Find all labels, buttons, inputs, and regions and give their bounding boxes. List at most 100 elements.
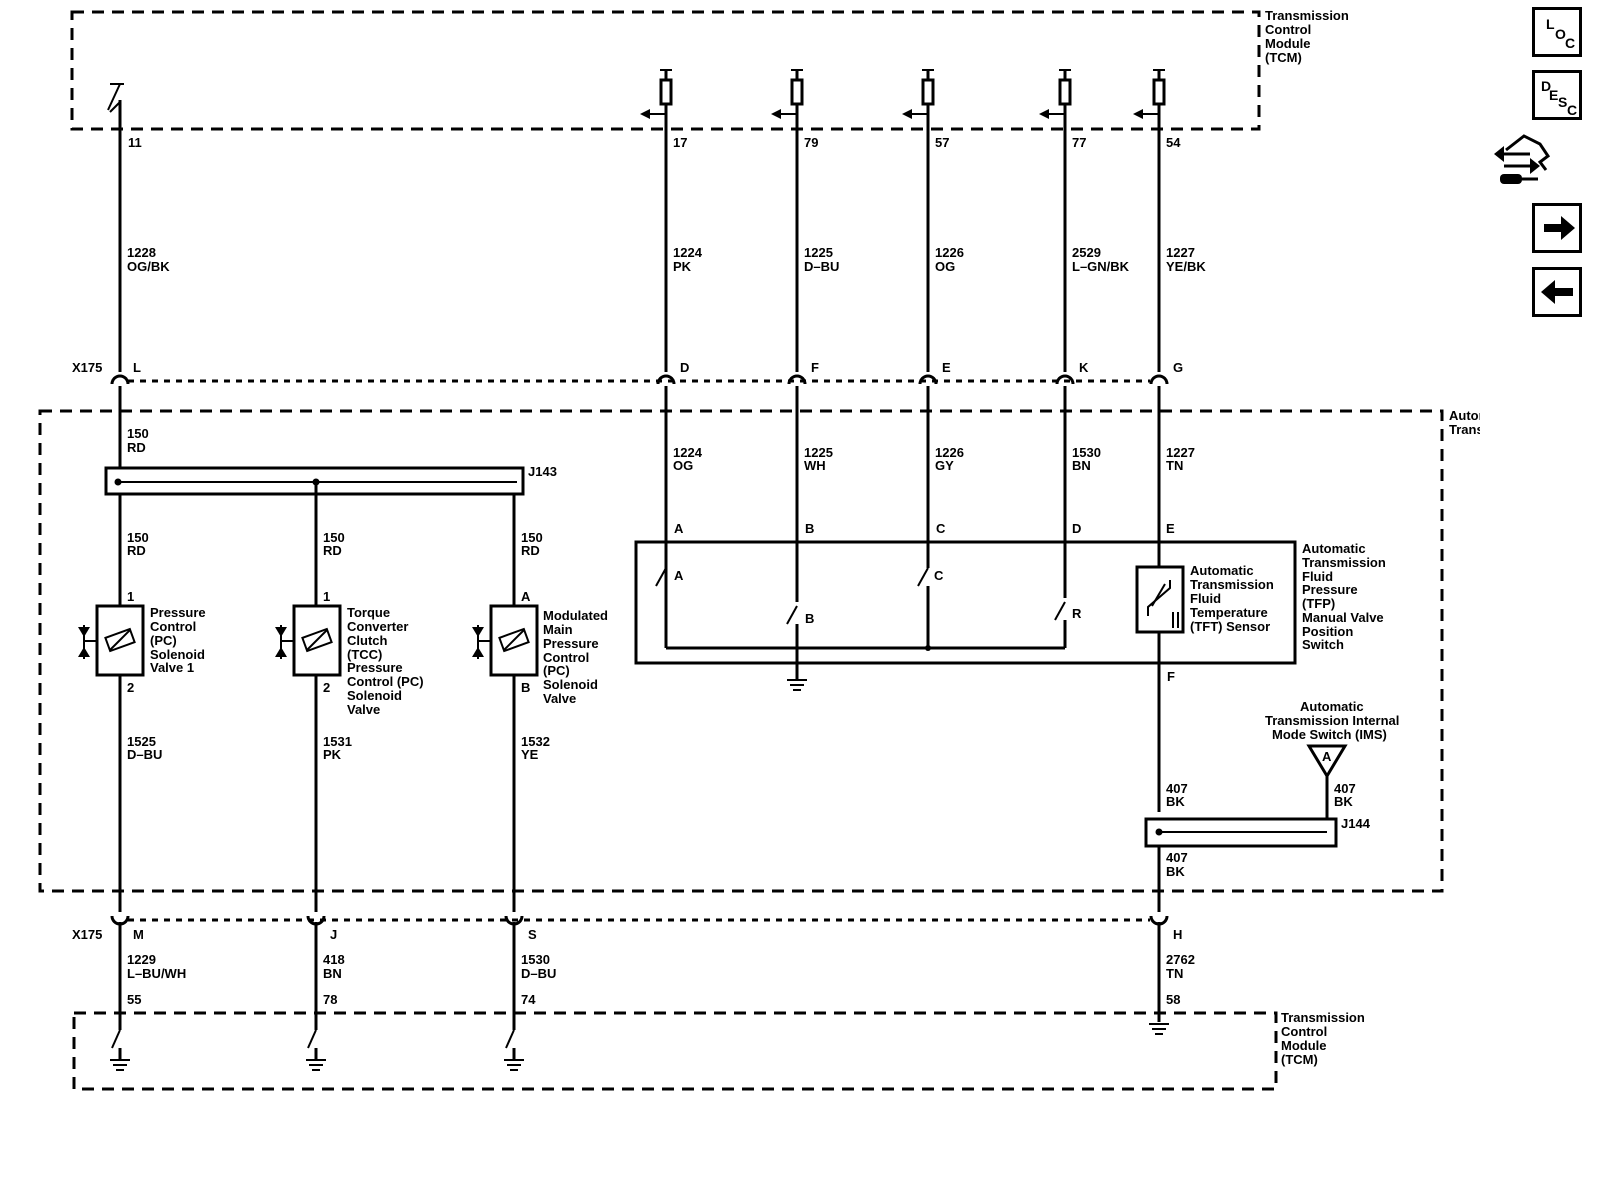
tcm-bottom-label-4: (TCM) bbox=[1281, 1052, 1318, 1067]
sol1-pin-top: 1 bbox=[127, 589, 134, 604]
loc-button[interactable]: L O C bbox=[1532, 7, 1582, 57]
desc-button[interactable]: D E S C bbox=[1532, 70, 1582, 120]
switch-pin-e: E bbox=[1166, 521, 1175, 536]
tft-label-5: (TFT) Sensor bbox=[1190, 619, 1270, 634]
desc-letter-e: E bbox=[1549, 87, 1558, 103]
sol3-pin-top: A bbox=[521, 589, 531, 604]
tcm-pin-54: 54 bbox=[1166, 135, 1181, 150]
sol1-feed-color: RD bbox=[127, 543, 146, 558]
sol1-label-4: Solenoid bbox=[150, 647, 205, 662]
tft-label-4: Temperature bbox=[1190, 605, 1268, 620]
sol3-tcm-color: D–BU bbox=[521, 966, 556, 981]
lower-1530-color: BN bbox=[1072, 458, 1091, 473]
sol3-tcm-num: 1530 bbox=[521, 952, 550, 967]
wire-1224-num: 1224 bbox=[673, 245, 703, 260]
tcm-top-outline bbox=[70, 10, 1261, 131]
lower-1226-num: 1226 bbox=[935, 445, 964, 460]
ims-label-1: Automatic bbox=[1300, 699, 1364, 714]
sol3-feed-color: RD bbox=[521, 543, 540, 558]
sol2-label-7: Solenoid bbox=[347, 688, 402, 703]
tcm-bottom-label-3: Module bbox=[1281, 1038, 1327, 1053]
sol2-out-num: 1531 bbox=[323, 734, 352, 749]
tcm-top-label-3: Module bbox=[1265, 36, 1311, 51]
switch-pin-a: A bbox=[674, 521, 684, 536]
sol3-label-2: Main bbox=[543, 622, 573, 637]
sol3-x175-pin: S bbox=[528, 927, 537, 942]
tfp-label-3: Fluid bbox=[1302, 569, 1333, 584]
previous-button[interactable] bbox=[1532, 267, 1582, 317]
tfp-label-6: Manual Valve bbox=[1302, 610, 1384, 625]
sol2-label-3: Clutch bbox=[347, 633, 388, 648]
desc-letter-c: C bbox=[1567, 102, 1577, 118]
sol3-out-color: YE bbox=[521, 747, 539, 762]
sol3-out-num: 1532 bbox=[521, 734, 550, 749]
tft-sensor bbox=[1135, 565, 1185, 812]
wire-1227-color: YE/BK bbox=[1166, 259, 1206, 274]
sol3-label-3: Pressure bbox=[543, 636, 599, 651]
ground-lower-num: 407 bbox=[1166, 850, 1188, 865]
desc-letter-d: D bbox=[1541, 78, 1551, 94]
inner-pin-a: A bbox=[674, 568, 684, 583]
sol1-label-3: (PC) bbox=[150, 633, 177, 648]
ims-connector bbox=[1306, 744, 1348, 779]
next-button[interactable] bbox=[1532, 203, 1582, 253]
tcm-top-label-1: Transmission bbox=[1265, 8, 1349, 23]
tcm-pin-79: 79 bbox=[804, 135, 818, 150]
sol1-out-num: 1525 bbox=[127, 734, 156, 749]
wire-1225-num: 1225 bbox=[804, 245, 833, 260]
wire-1224-color: PK bbox=[673, 259, 692, 274]
tcm-pin-17: 17 bbox=[673, 135, 687, 150]
automatic-transmission-label-1: Automatic bbox=[1449, 408, 1480, 423]
lower-1225-color: WH bbox=[804, 458, 826, 473]
wire-1228-num: 1228 bbox=[127, 245, 156, 260]
loc-letter-l: L bbox=[1546, 16, 1555, 32]
sol1-tcm-pin: 55 bbox=[127, 992, 141, 1007]
tfp-label-2: Transmission bbox=[1302, 555, 1386, 570]
ims-label-2: Transmission Internal bbox=[1265, 713, 1399, 728]
x175-bottom-label: X175 bbox=[72, 927, 102, 942]
wire-1228-color: OG/BK bbox=[127, 259, 170, 274]
ground-tcm-color: TN bbox=[1166, 966, 1183, 981]
sol3-label-7: Valve bbox=[543, 691, 576, 706]
connector-view-button[interactable] bbox=[1492, 132, 1552, 190]
lower-1224-color: OG bbox=[673, 458, 693, 473]
ims-wire-color: BK bbox=[1334, 794, 1353, 809]
ground-tcm-pin: 58 bbox=[1166, 992, 1180, 1007]
automatic-transmission-outline bbox=[38, 409, 1444, 893]
sol2-tcm-num: 418 bbox=[323, 952, 345, 967]
connector-view-icon bbox=[1494, 134, 1551, 184]
tfp-label-8: Switch bbox=[1302, 637, 1344, 652]
sol2-label-2: Converter bbox=[347, 619, 408, 634]
wire-150-num: 150 bbox=[127, 426, 149, 441]
tcm-pin-77: 77 bbox=[1072, 135, 1086, 150]
lower-1226-color: GY bbox=[935, 458, 954, 473]
sol2-feed-num: 150 bbox=[323, 530, 345, 545]
next-arrow-icon bbox=[1544, 216, 1575, 240]
tfp-internal-switches bbox=[655, 567, 1067, 691]
wiring-diagram: Transmission Control Module (TCM) Automa… bbox=[38, 8, 1480, 1091]
sol2-pin-bottom: 2 bbox=[323, 680, 330, 695]
wire-2529-color: L–GN/BK bbox=[1072, 259, 1130, 274]
j143-label: J143 bbox=[528, 464, 557, 479]
x175-pin-f: F bbox=[811, 360, 819, 375]
sol2-x175-pin: J bbox=[330, 927, 337, 942]
tcm-bottom-outline bbox=[72, 1011, 1278, 1091]
wire-1226-num: 1226 bbox=[935, 245, 964, 260]
lower-1227-num: 1227 bbox=[1166, 445, 1195, 460]
sol2-label-8: Valve bbox=[347, 702, 380, 717]
sol1-label-2: Control bbox=[150, 619, 196, 634]
tfp-label-1: Automatic bbox=[1302, 541, 1366, 556]
sol1-label-1: Pressure bbox=[150, 605, 206, 620]
j144-label: J144 bbox=[1341, 816, 1371, 831]
switch-pin-d: D bbox=[1072, 521, 1081, 536]
tfp-label-7: Position bbox=[1302, 624, 1353, 639]
sol1-out-color: D–BU bbox=[127, 747, 162, 762]
wire-1225-color: D–BU bbox=[804, 259, 839, 274]
x175-pin-d: D bbox=[680, 360, 689, 375]
ground-upper-color: BK bbox=[1166, 794, 1185, 809]
circuit-pin-11 bbox=[107, 83, 130, 470]
automatic-transmission-label-2: Transmission bbox=[1449, 422, 1480, 437]
sol2-label-6: Control (PC) bbox=[347, 674, 424, 689]
tfp-label-4: Pressure bbox=[1302, 582, 1358, 597]
ims-label-3: Mode Switch (IMS) bbox=[1272, 727, 1387, 742]
